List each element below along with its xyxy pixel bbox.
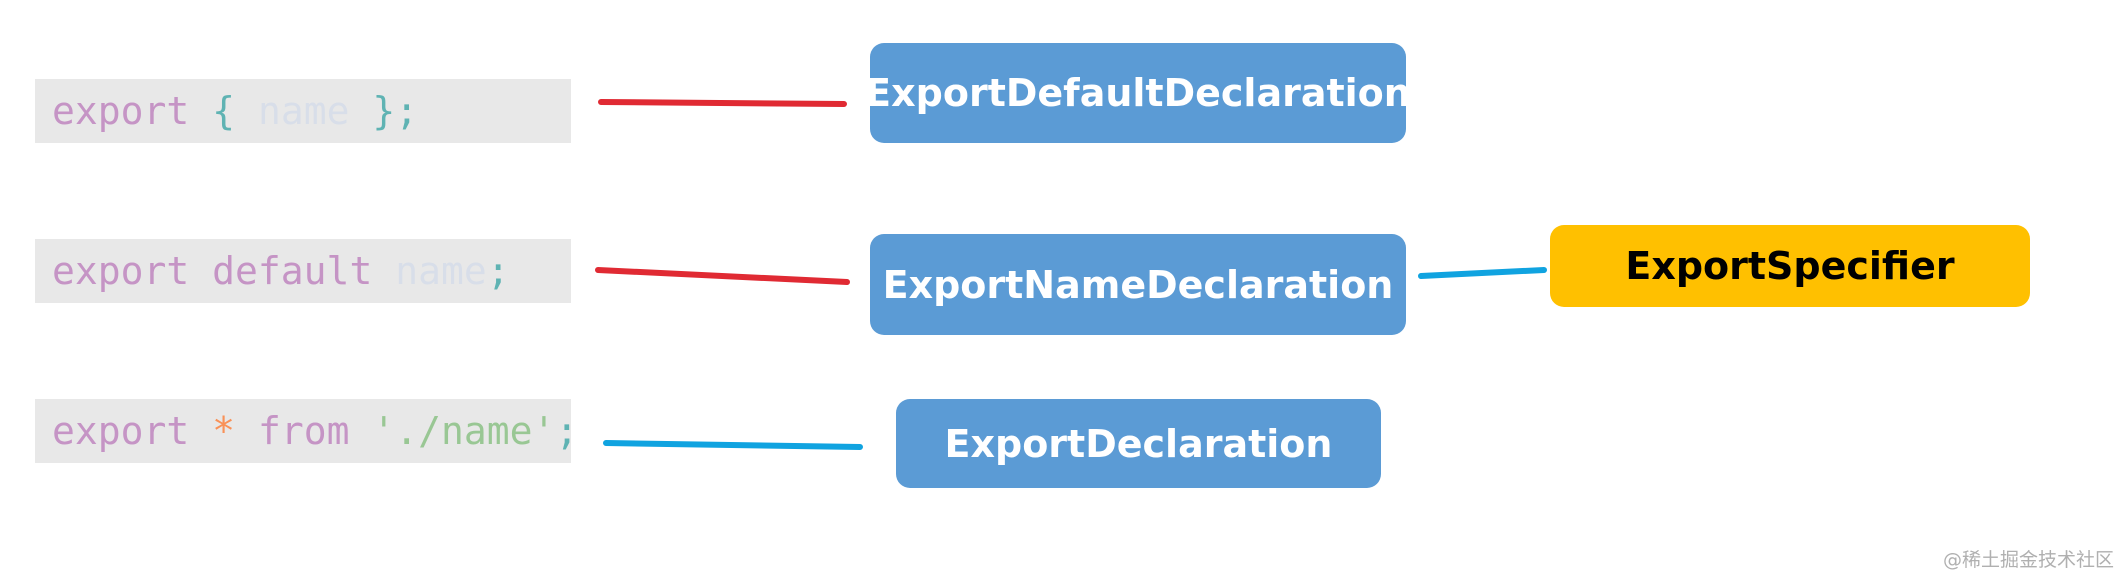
node-export-specifier: ExportSpecifier <box>1550 225 2030 307</box>
connector-line-1 <box>598 99 847 107</box>
code-token: { <box>212 89 236 133</box>
code-token: * <box>212 409 236 453</box>
node-export-name-declaration: ExportNameDeclaration <box>870 234 1406 335</box>
code-token: name <box>395 249 487 293</box>
node-label: ExportDeclaration <box>944 421 1333 466</box>
node-label: ExportNameDeclaration <box>882 262 1394 307</box>
code-token: ; <box>555 409 579 453</box>
code-token: './name' <box>372 409 556 453</box>
code-token: from <box>257 409 350 453</box>
connector-line-2 <box>595 267 850 285</box>
code-snippet-export-star-from: export * from './name'; <box>35 399 578 463</box>
code-token: export <box>52 409 190 453</box>
code-token: ; <box>486 249 510 293</box>
node-label: ExportDefaultDeclaration <box>865 71 1411 115</box>
code-snippet-export-default: export default name; <box>35 239 571 303</box>
node-export-default-declaration: ExportDefaultDeclaration <box>865 43 1411 143</box>
code-token: default <box>212 249 373 293</box>
node-label: ExportSpecifier <box>1625 244 1955 288</box>
connector-line-3 <box>603 440 863 450</box>
code-token: export <box>52 89 190 133</box>
node-export-declaration: ExportDeclaration <box>896 399 1381 488</box>
code-token: }; <box>372 89 419 133</box>
watermark: @稀土掘金技术社区 <box>1942 549 2114 571</box>
code-snippet-export-braces: export { name }; <box>35 79 571 143</box>
code-token: export <box>52 249 190 293</box>
connector-line-4 <box>1418 267 1547 279</box>
code-token: name <box>257 89 350 133</box>
